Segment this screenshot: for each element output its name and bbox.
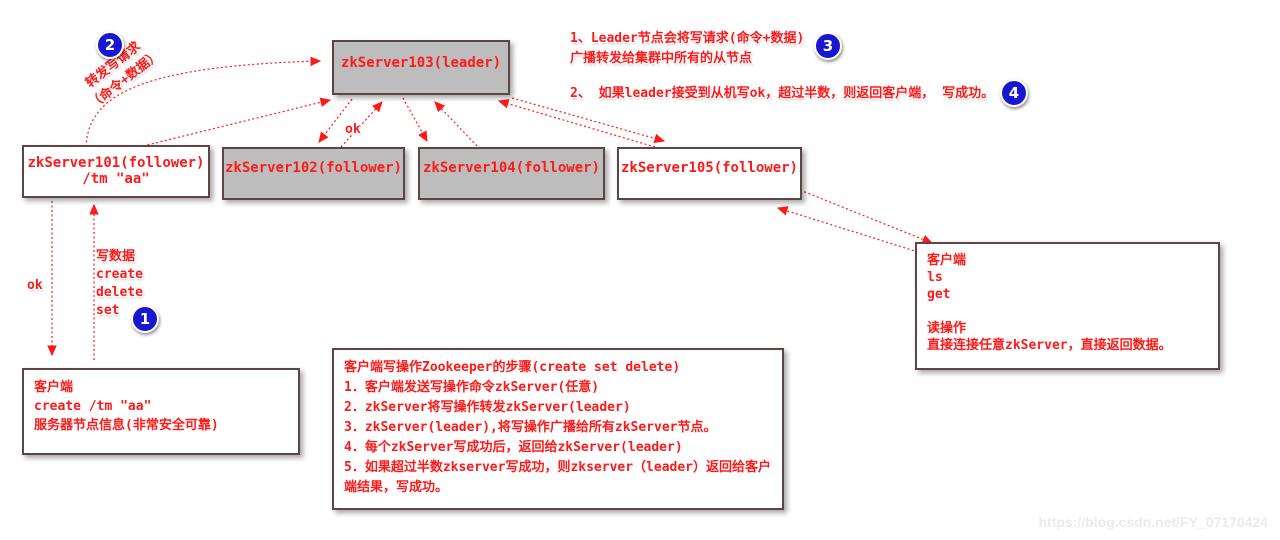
arrow-readclient-to-105 [776, 206, 919, 253]
step-badge-3: 3 [814, 32, 842, 60]
node-label: zkServer102(follower) [224, 160, 402, 176]
ok-label-left: ok [27, 278, 43, 293]
node-zkserver104-follower: zkServer104(follower) [418, 147, 605, 200]
watermark-url: https://blog.csdn.net/FY_07170424 [1038, 514, 1268, 530]
node-zkserver103-leader: zkServer103(leader) [332, 40, 510, 95]
node-label: zkServer104(follower) [422, 160, 600, 176]
write-data-label: 写数据 create delete set [96, 249, 143, 318]
note-broadcast: 1、Leader节点会将写请求(命令+数据) 广播转发给集群中所有的从节点 [570, 31, 805, 66]
node-sublabel: /tm "aa" [82, 171, 150, 187]
arrow-105-to-readclient [799, 189, 934, 244]
step-badge-1: 1 [131, 305, 159, 333]
node-zkserver101-follower: zkServer101(follower) /tm "aa" [22, 145, 210, 198]
arrow-104-to-leader [434, 101, 478, 147]
step-badge-2: 2 [96, 31, 124, 59]
steps-box: 客户端写操作Zookeeper的步骤(create set delete) 1．… [332, 348, 784, 510]
arrow-101-to-leader [142, 97, 332, 147]
step-badge-4: 4 [1000, 79, 1028, 107]
node-label: zkServer103(leader) [340, 55, 502, 71]
arrow-105-to-leader [497, 99, 656, 148]
node-label: zkServer101(follower) [27, 155, 205, 171]
node-zkserver105-follower: zkServer105(follower) [617, 147, 802, 200]
client-write-box: 客户端 create /tm "aa" 服务器节点信息(非常安全可靠) [22, 368, 300, 455]
note-majority: 2、 如果leader接受到从机写ok，超过半数，则返回客户端， 写成功。 [570, 86, 995, 101]
node-zkserver102-follower: zkServer102(follower) [222, 147, 405, 200]
client-read-box: 客户端 ls get 读操作 直接连接任意zkServer，直接返回数据。 [915, 242, 1220, 370]
ok-label-mid: ok [345, 122, 361, 137]
node-label: zkServer105(follower) [620, 160, 798, 176]
arrow-leader-to-105 [511, 97, 666, 144]
arrow-leader-to-104 [402, 97, 428, 143]
